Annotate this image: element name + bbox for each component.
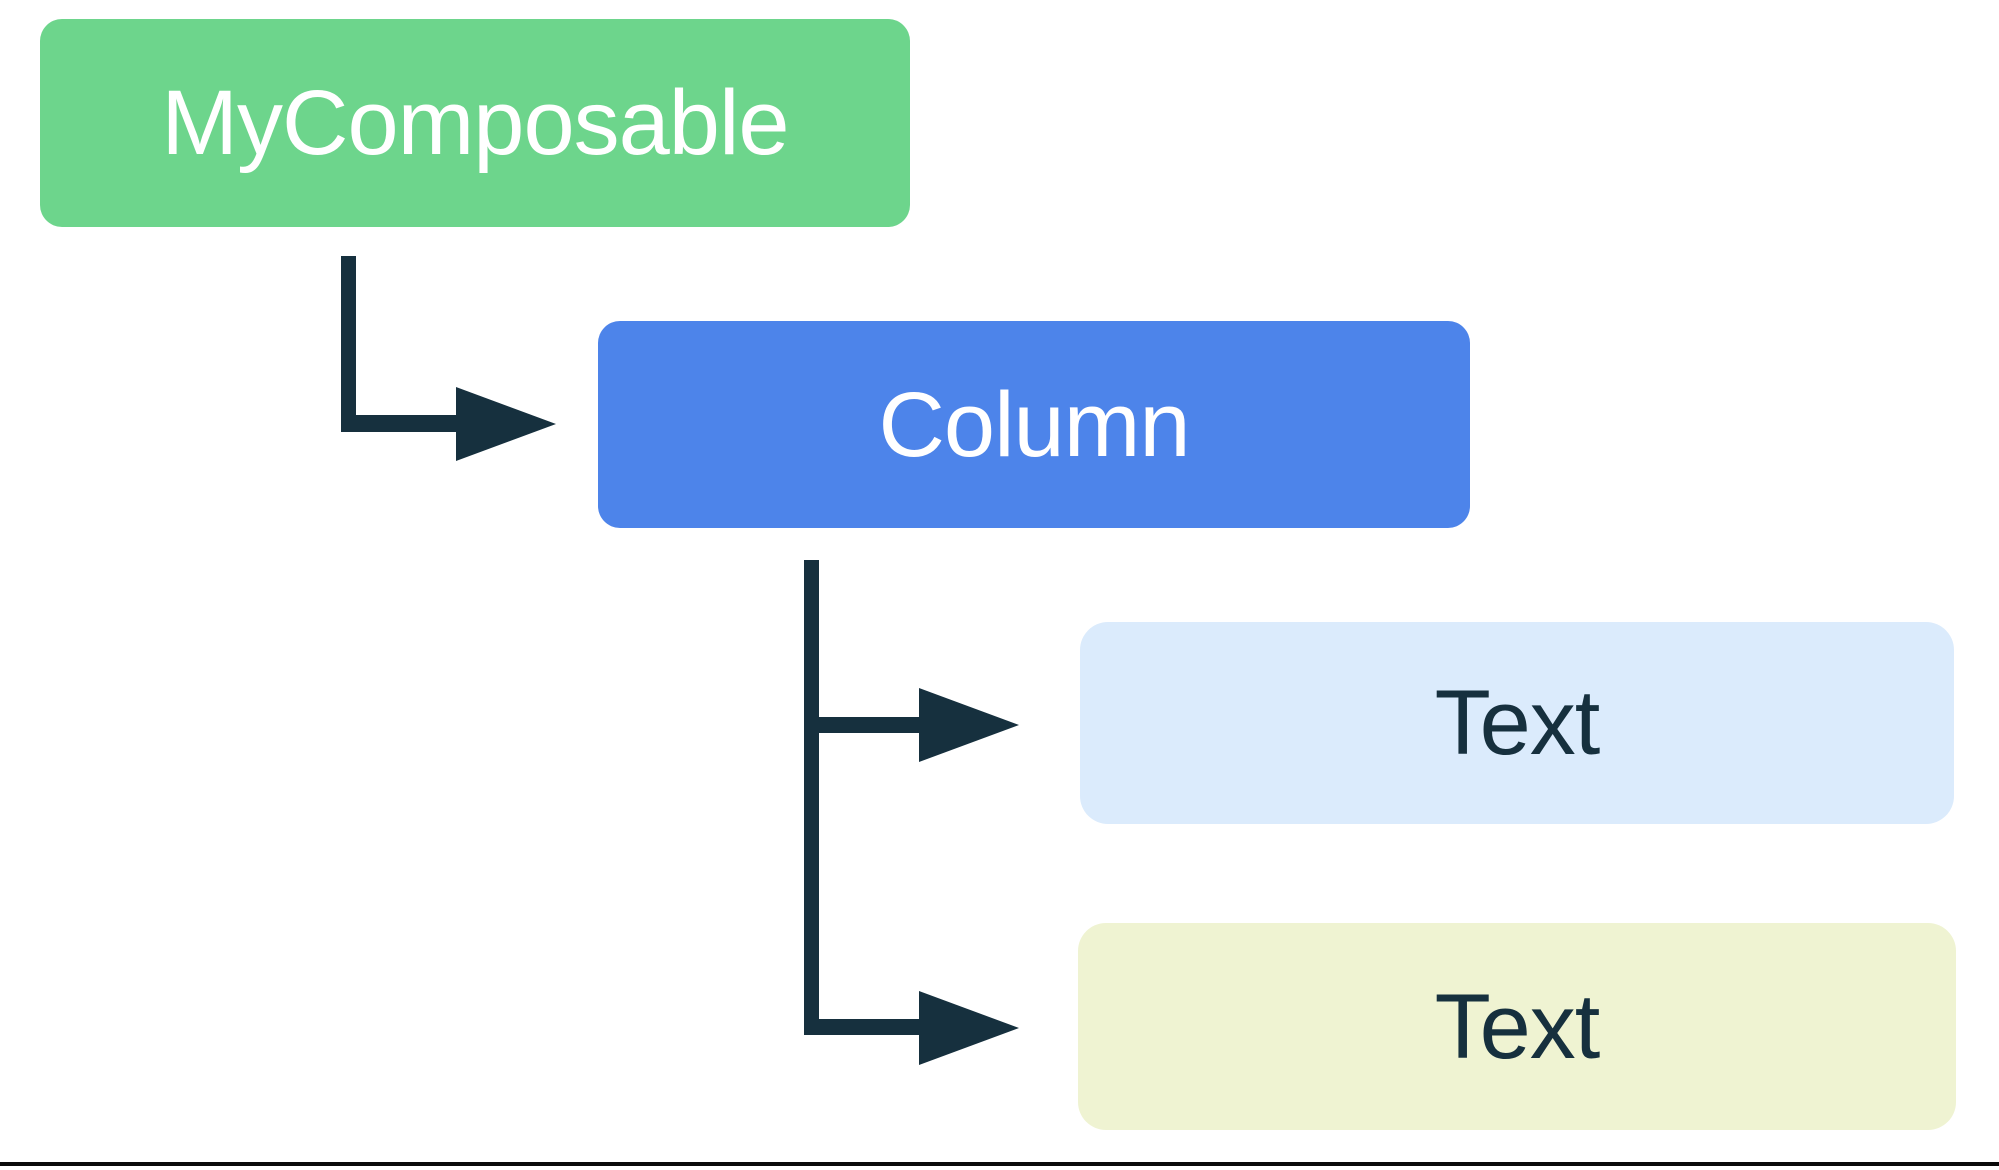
node-text-second-label: Text [1434,975,1601,1078]
connector-column-text2-horizontal [804,1019,926,1035]
connector-mycomposable-column-vertical [341,256,356,432]
node-text-first: Text [1080,622,1954,824]
bottom-divider-line [0,1162,1999,1166]
node-mycomposable-label: MyComposable [161,72,789,174]
node-mycomposable: MyComposable [40,19,910,227]
arrowhead-icon [456,387,556,461]
node-column-label: Column [878,373,1190,476]
connector-column-text1-horizontal [804,717,926,733]
arrowhead-icon [919,991,1019,1065]
node-text-second: Text [1078,923,1956,1130]
arrowhead-icon [919,688,1019,762]
connector-column-children-vertical [804,560,819,1035]
node-column: Column [598,321,1470,528]
connector-mycomposable-column-horizontal [341,415,467,432]
node-text-first-label: Text [1434,672,1601,774]
